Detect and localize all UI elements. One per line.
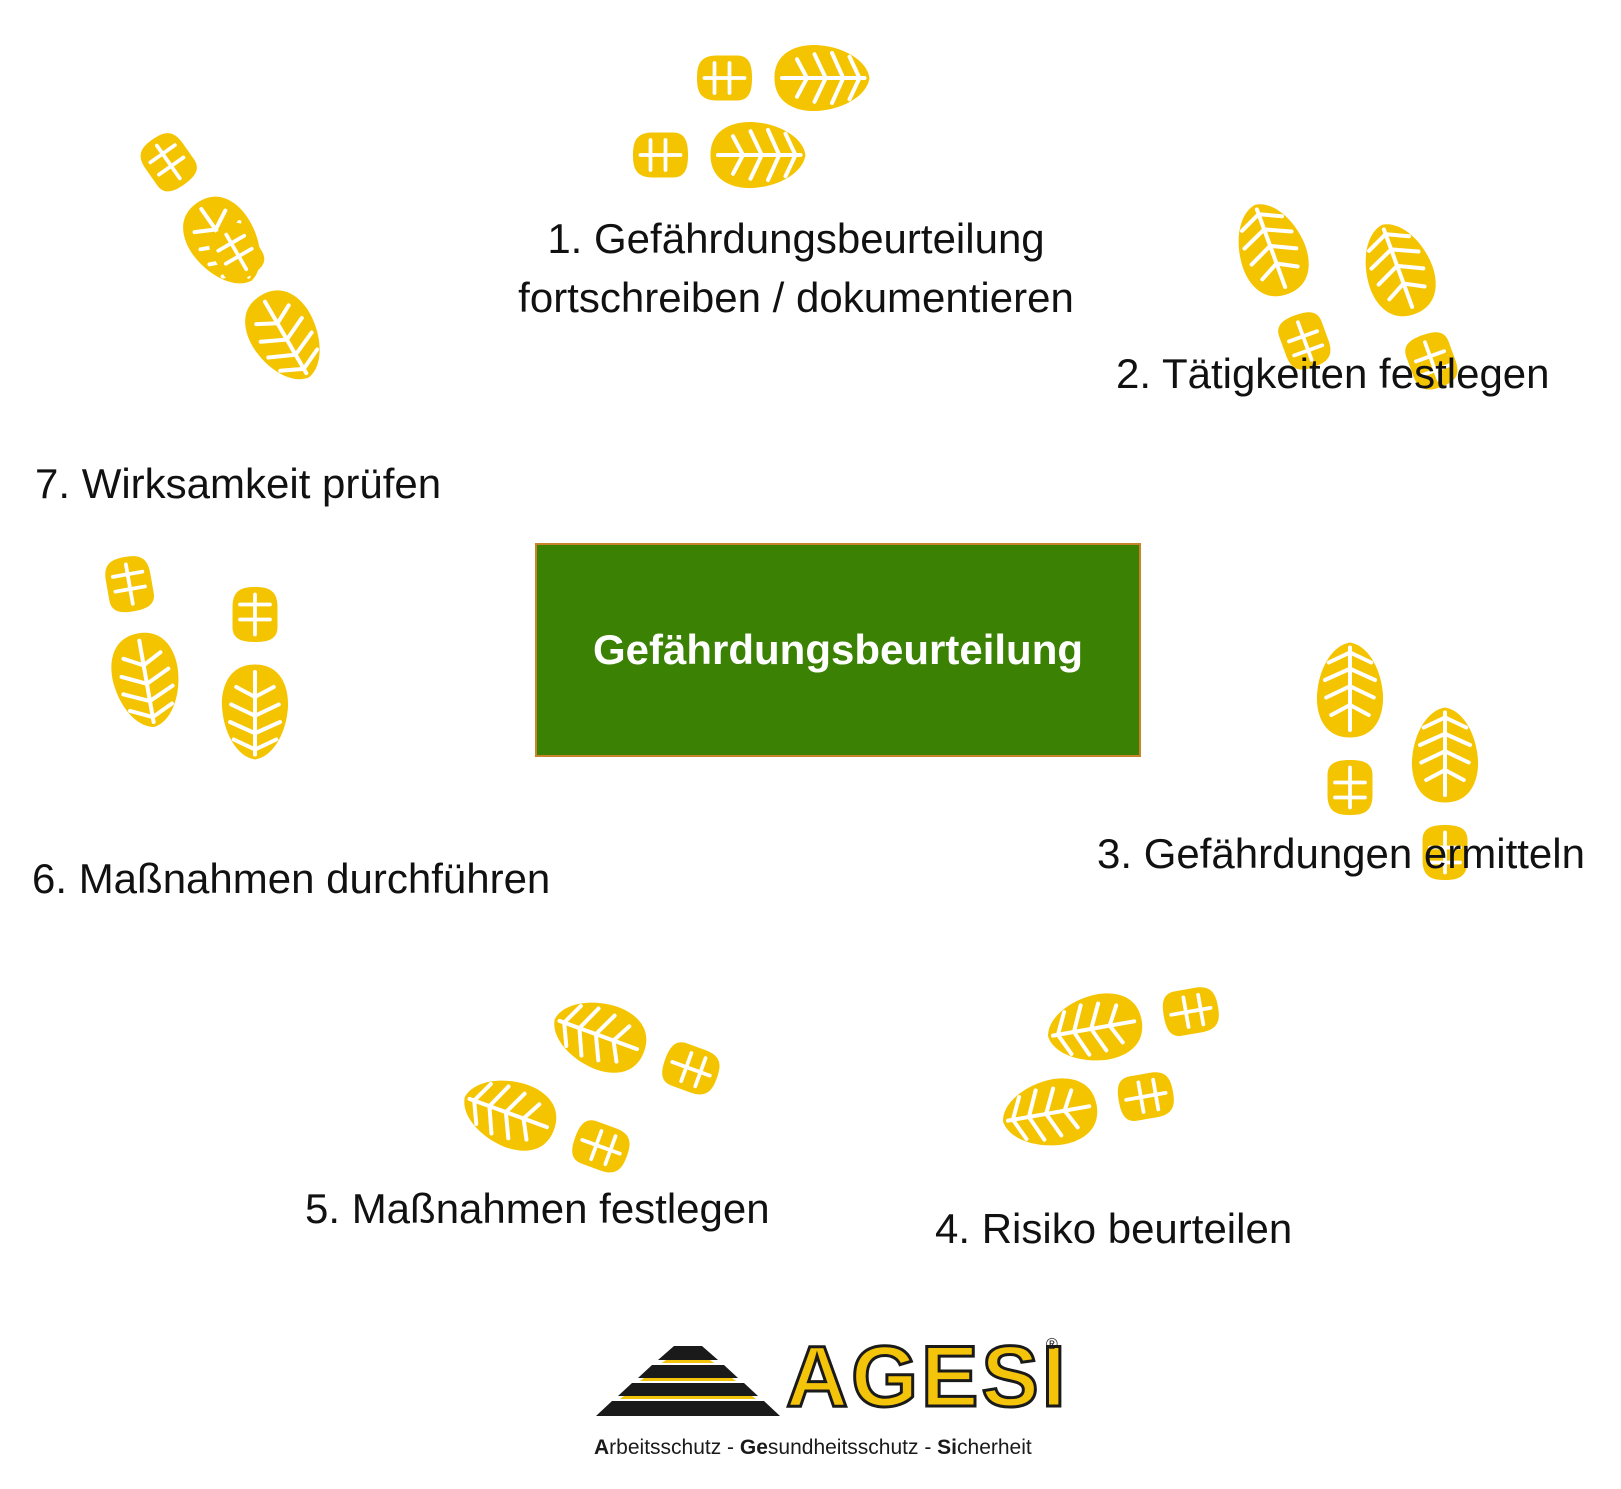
step-4-label: 4. Risiko beurteilen [935,1205,1293,1252]
boot-print-icon [541,986,727,1102]
step-7-label: 7. Wirksamkeit prüfen [35,460,442,507]
boot-print-icon [219,585,291,762]
step-1-line-1: 1. Gefährdungsbeurteilung [547,215,1045,262]
tagline-part-3-initial: Si [937,1436,958,1459]
boot-print-icon [695,42,872,114]
boot-print-icon [1040,982,1224,1072]
footprints-step-4 [995,982,1224,1157]
footprints-step-7 [132,124,340,397]
tagline-part-1-initial: A [594,1436,610,1459]
boot-print-icon [100,551,190,735]
step-1-line-2: fortschreiben / dokumentieren [518,273,1074,321]
step-6-label: 6. Maßnahmen durchführen [32,855,551,902]
boot-print-icon [451,1064,637,1180]
pyramid-icon [596,1346,780,1416]
tagline-part-3-rest: cherheit [957,1436,1032,1459]
logo-tagline: Arbeitsschutz - Gesundheitsschutz - Sich… [594,1436,1032,1460]
step-3-label: 3. Gefährdungen ermitteln [1097,830,1585,877]
boot-print-icon [201,214,340,397]
boot-print-icon [995,1067,1179,1157]
registered-mark: ® [1046,1336,1058,1353]
step-1-label: 1. Gefährdungsbeurteilung fortschreiben … [496,210,1096,328]
boot-print-icon [1314,640,1386,817]
step-5-label: 5. Maßnahmen festlegen [305,1185,770,1232]
footprints-step-6 [100,551,291,762]
center-title: Gefährdungsbeurteilung [592,626,1083,673]
footprints-step-1 [631,42,872,191]
tagline-part-2-initial: Ge [739,1436,768,1459]
logo-name: AGESI [785,1329,1069,1425]
tagline-part-2-rest: sundheitsschutz - [767,1436,938,1459]
step-2-label: 2. Tätigkeiten festlegen [1116,350,1550,397]
center-box: Gefährdungsbeurteilung [535,543,1141,757]
boot-print-icon [132,124,281,302]
agesi-logo: AGESI ® Arbeitsschutz - Gesundheitsschut… [594,1333,1094,1478]
tagline-part-1-rest: rbeitsschutz - [609,1436,740,1459]
footprints-step-5 [451,986,727,1180]
boot-print-icon [631,119,808,191]
